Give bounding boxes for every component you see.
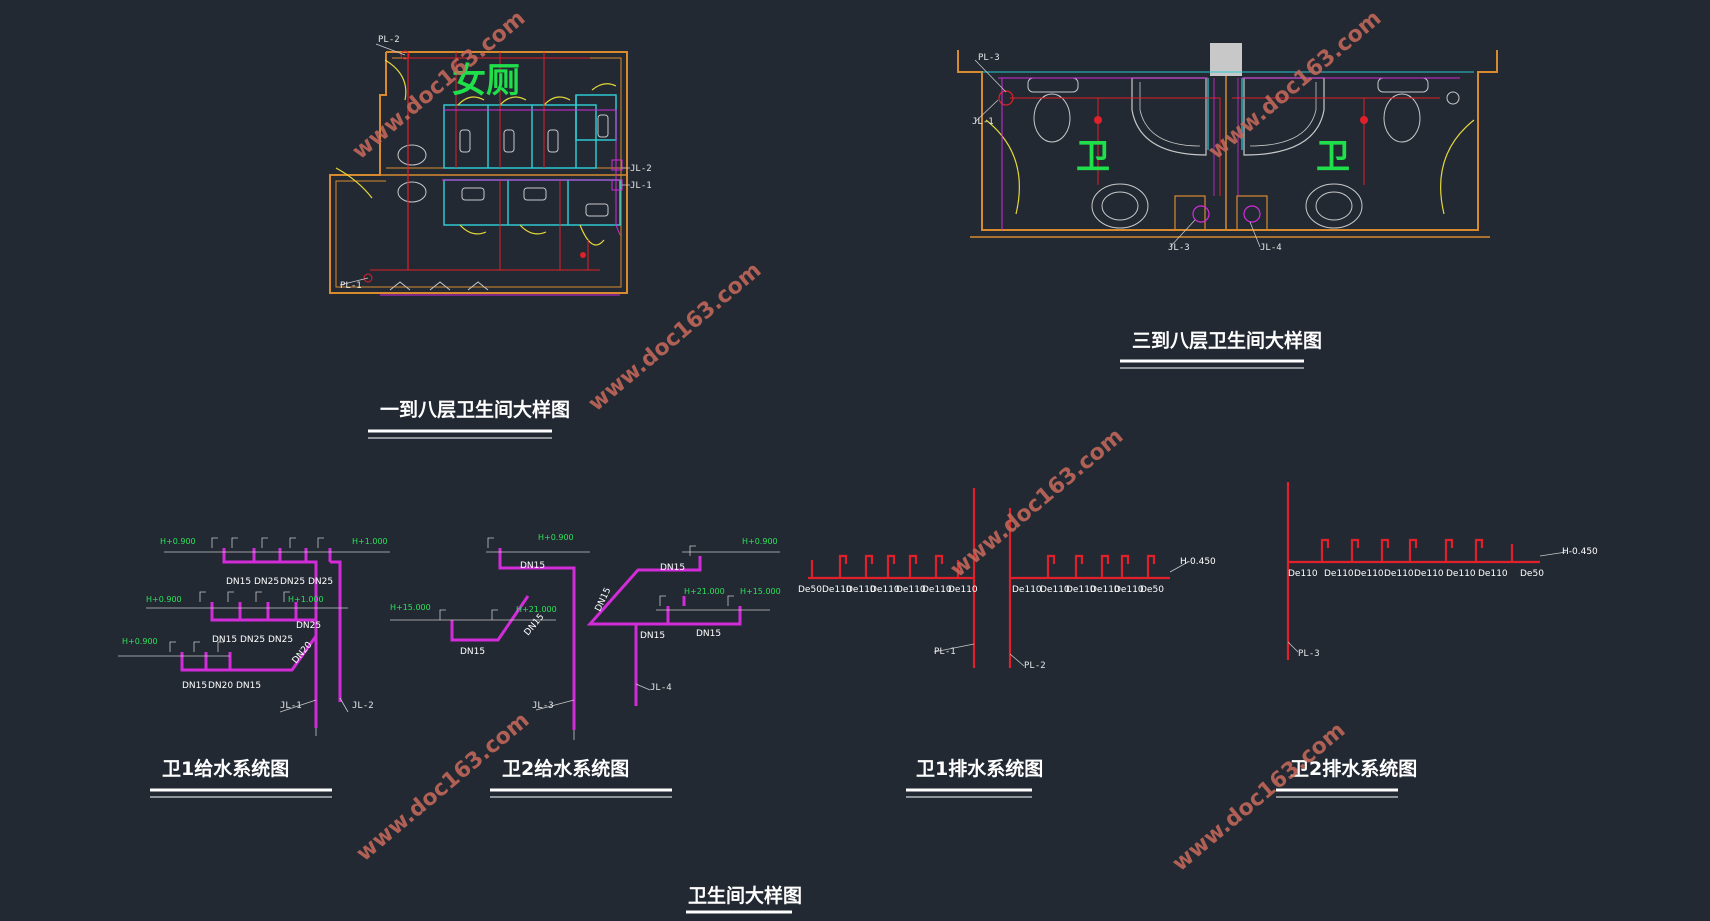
drain2-elevation: H-0.450 bbox=[1562, 547, 1598, 557]
drain1-left-size-6: De110 bbox=[922, 585, 952, 595]
plan1-tag-jl1: JL-1 bbox=[630, 181, 652, 191]
plan2-tag-jl3: JL-3 bbox=[1168, 243, 1190, 253]
drain1-elevation: H-0.450 bbox=[1180, 557, 1216, 567]
watermark-2: www.doc163.com bbox=[584, 258, 766, 417]
supply2-elev-r1: H+0.900 bbox=[742, 537, 778, 546]
supply1-size-diag: DN20 bbox=[291, 640, 315, 666]
supply1-title: 卫1给水系统图 bbox=[162, 757, 289, 780]
drain1-right-size-6: De50 bbox=[1140, 585, 1164, 595]
drain1-right-size-4: De110 bbox=[1090, 585, 1120, 595]
watermark-5: www.doc163.com bbox=[352, 708, 534, 867]
supply1-riser-jl2: JL-2 bbox=[352, 701, 374, 711]
plan-1-ladies-restroom: PL-2 JL-2 JL-1 PL-1 女厕 一到八层卫生间大样图 bbox=[329, 35, 652, 439]
drain2-size-7: De110 bbox=[1478, 569, 1508, 579]
drain-system-1: De50 De110 De110 De110 De110 De110 De110… bbox=[798, 488, 1216, 798]
supply2-elev-l1: H+0.900 bbox=[538, 533, 574, 542]
drain1-right-size-1: De110 bbox=[1012, 585, 1042, 595]
drain1-left-size-2: De110 bbox=[822, 585, 852, 595]
supply1-elev-5: H+0.900 bbox=[122, 637, 158, 646]
supply2-title: 卫2给水系统图 bbox=[502, 757, 629, 780]
drain2-size-1: De110 bbox=[1288, 569, 1318, 579]
supply1-size-t4: DN25 bbox=[308, 577, 333, 587]
supply1-size-t3: DN25 bbox=[280, 577, 305, 587]
plan1-tag-jl2: JL-2 bbox=[630, 164, 652, 174]
supply2-elev-l2: H+15.000 bbox=[390, 603, 431, 612]
supply-system-1: H+0.900 H+1.000 H+0.900 H+1.000 H+0.900 … bbox=[118, 537, 390, 798]
supply1-size-m1: DN15 bbox=[212, 635, 237, 645]
plan1-title: 一到八层卫生间大样图 bbox=[380, 398, 570, 421]
supply1-elev-1: H+0.900 bbox=[160, 537, 196, 546]
supply1-elev-3: H+0.900 bbox=[146, 595, 182, 604]
drain2-size-6: De110 bbox=[1446, 569, 1476, 579]
supply2-elev-l3: H+21.000 bbox=[516, 605, 557, 614]
drain2-title: 卫2排水系统图 bbox=[1290, 757, 1417, 780]
plan1-room-name: 女厕 bbox=[452, 61, 520, 101]
drain1-right-size-3: De110 bbox=[1066, 585, 1096, 595]
drain1-riser-pl1: PL-1 bbox=[934, 647, 956, 657]
plan2-title: 三到八层卫生间大样图 bbox=[1132, 329, 1322, 352]
watermark-3: www.doc163.com bbox=[1204, 6, 1386, 165]
plan2-room-right: 卫 bbox=[1316, 137, 1350, 177]
drain2-size-5: De110 bbox=[1414, 569, 1444, 579]
supply-system-2: H+0.900 H+15.000 H+21.000 H+0.900 H+21.0… bbox=[390, 533, 781, 798]
drain2-size-3: De110 bbox=[1354, 569, 1384, 579]
supply1-size-b3: DN15 bbox=[236, 681, 261, 691]
supply1-size-m3: DN25 bbox=[268, 635, 293, 645]
drain1-left-size-5: De110 bbox=[896, 585, 926, 595]
drain1-left-size-4: De110 bbox=[870, 585, 900, 595]
plan1-tag-pl2: PL-2 bbox=[378, 35, 400, 45]
supply1-size-m2: DN25 bbox=[240, 635, 265, 645]
supply1-size-b1: DN15 bbox=[182, 681, 207, 691]
plan2-tag-jl1: JL-1 bbox=[972, 117, 994, 127]
supply1-size-t1: DN15 bbox=[226, 577, 251, 587]
drain1-right-size-5: De110 bbox=[1114, 585, 1144, 595]
supply2-elev-r2: H+21.000 bbox=[684, 587, 725, 596]
drain-system-2: De110 De110 De110 De110 De110 De110 De11… bbox=[1276, 482, 1598, 798]
supply2-size-r1: DN15 bbox=[660, 563, 685, 573]
supply2-size-l3: DN15 bbox=[523, 612, 547, 638]
drain2-size-8: De50 bbox=[1520, 569, 1544, 579]
drain1-left-size-3: De110 bbox=[846, 585, 876, 595]
supply2-size-r3: DN15 bbox=[640, 631, 665, 641]
drain1-left-size-1: De50 bbox=[798, 585, 822, 595]
plan1-tag-pl1: PL-1 bbox=[340, 281, 362, 291]
drain1-riser-pl2: PL-2 bbox=[1024, 661, 1046, 671]
supply2-riser-jl3: JL-3 bbox=[532, 701, 554, 711]
drain2-size-2: De110 bbox=[1324, 569, 1354, 579]
plan2-tag-jl4: JL-4 bbox=[1260, 243, 1282, 253]
supply2-size-l2: DN15 bbox=[460, 647, 485, 657]
drain1-right-size-2: De110 bbox=[1040, 585, 1070, 595]
drain1-title: 卫1排水系统图 bbox=[916, 757, 1043, 780]
supply1-size-m4: DN25 bbox=[296, 621, 321, 631]
supply1-size-t2: DN25 bbox=[254, 577, 279, 587]
plan-2-restrooms: PL-3 JL-1 JL-3 JL-4 卫 卫 三到八层卫生间大样图 bbox=[957, 43, 1498, 369]
plan2-tag-pl3: PL-3 bbox=[978, 53, 1000, 63]
supply1-riser-jl1: JL-1 bbox=[280, 701, 302, 711]
supply2-size-l1: DN15 bbox=[520, 561, 545, 571]
supply2-elev-r3: H+15.000 bbox=[740, 587, 781, 596]
supply2-size-r4: DN15 bbox=[696, 629, 721, 639]
supply1-size-b2: DN20 bbox=[208, 681, 233, 691]
main-title: 卫生间大样图 bbox=[688, 884, 802, 907]
supply1-elev-2: H+1.000 bbox=[352, 537, 388, 546]
drain1-left-size-7: De110 bbox=[948, 585, 978, 595]
supply1-elev-4: H+1.000 bbox=[288, 595, 324, 604]
drain2-size-4: De110 bbox=[1384, 569, 1414, 579]
drain2-riser-pl3: PL-3 bbox=[1298, 649, 1320, 659]
main-title-block: 卫生间大样图 bbox=[686, 884, 802, 914]
plan2-room-left: 卫 bbox=[1076, 137, 1110, 177]
supply2-riser-jl4: JL-4 bbox=[650, 683, 672, 693]
